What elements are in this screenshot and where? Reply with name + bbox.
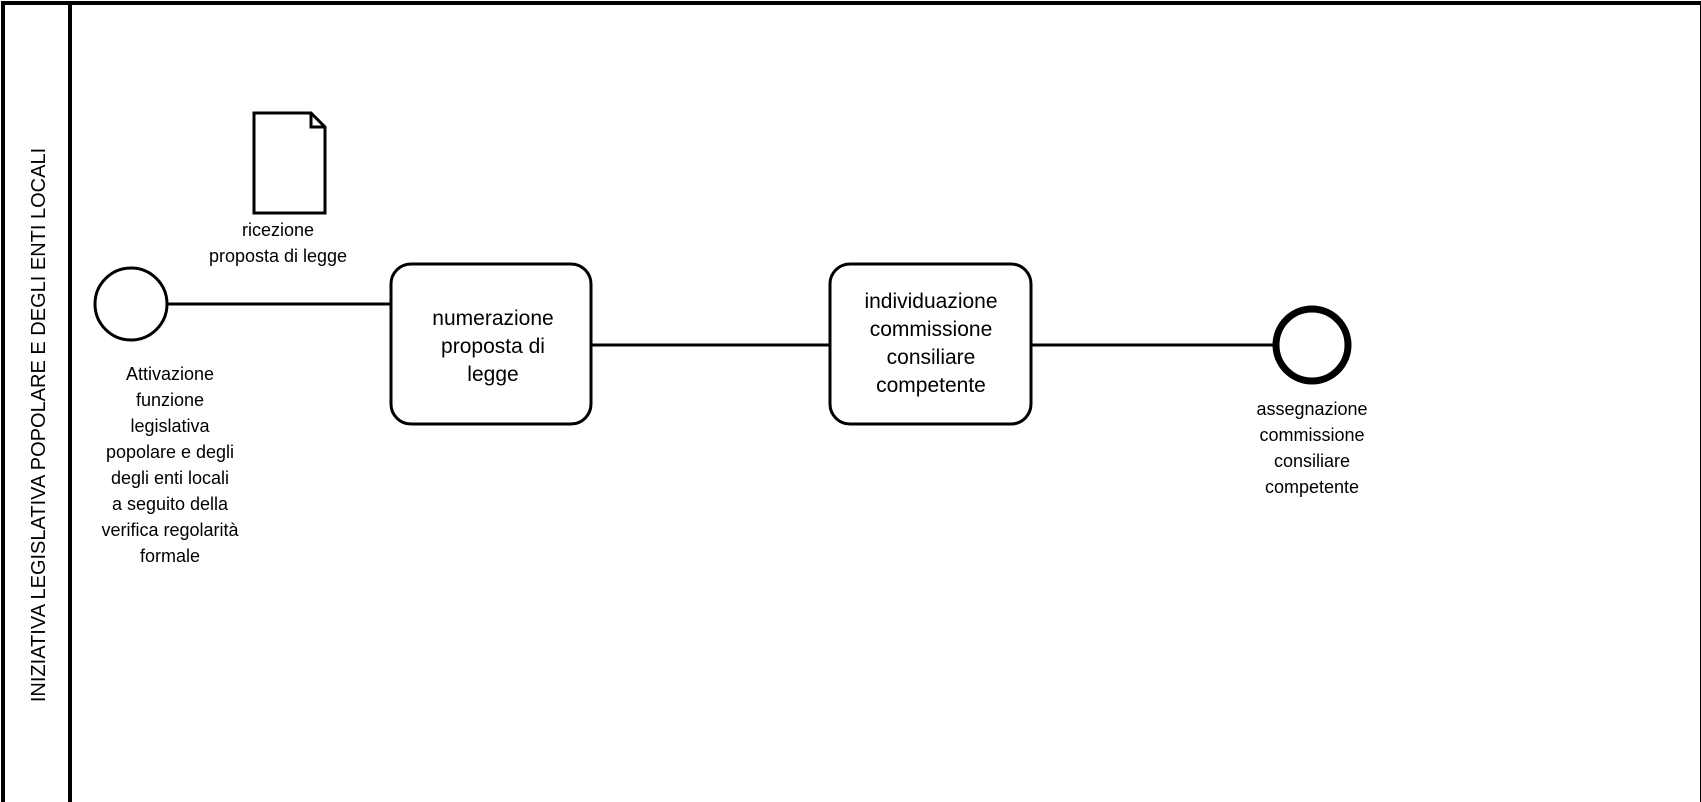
task-individuazione-label-line: commissione: [870, 318, 993, 341]
start-event-label-line: Attivazione: [126, 364, 214, 384]
data-object-label-line: ricezione: [242, 220, 314, 240]
data-object-label-line: proposta di legge: [209, 246, 347, 266]
task-individuazione[interactable]: [828, 262, 1033, 426]
end-event-circle[interactable]: [1272, 305, 1352, 385]
start-event-label-line: verifica regolarità: [101, 520, 239, 540]
end-event-label-line: assegnazione: [1256, 399, 1367, 419]
end-event-label-line: consiliare: [1274, 451, 1350, 471]
task-numerazione[interactable]: [389, 262, 593, 426]
start-event-label-line: legislativa: [130, 416, 210, 436]
start-event-label-line: formale: [140, 546, 200, 566]
document-icon[interactable]: [252, 111, 327, 215]
start-event-label: Attivazione funzione legislativa popolar…: [101, 364, 239, 566]
task-individuazione-label-line: competente: [876, 374, 986, 397]
end-event-label-line: competente: [1265, 477, 1359, 497]
task-numerazione-label: numerazione proposta di legge: [432, 307, 553, 386]
start-event-label-line: funzione: [136, 390, 204, 410]
lane-label: INIZIATIVA LEGISLATIVA POPOLARE E DEGLI …: [28, 148, 50, 702]
start-event-label-line: degli enti locali: [111, 468, 229, 488]
start-event-circle[interactable]: [93, 266, 169, 342]
task-numerazione-label-line: legge: [467, 363, 518, 386]
task-individuazione-label-line: individuazione: [864, 290, 997, 313]
data-object-label: ricezione proposta di legge: [209, 220, 347, 266]
end-event-label: assegnazione commissione consiliare comp…: [1256, 399, 1367, 497]
task-numerazione-label-line: proposta di: [441, 335, 545, 358]
task-individuazione-label-line: consiliare: [887, 346, 976, 369]
end-event-label-line: commissione: [1259, 425, 1364, 445]
task-individuazione-label: individuazione commissione consiliare co…: [864, 290, 997, 397]
task-numerazione-label-line: numerazione: [432, 307, 553, 330]
start-event-label-line: popolare e degli: [106, 442, 234, 462]
start-event-label-line: a seguito della: [112, 494, 229, 514]
